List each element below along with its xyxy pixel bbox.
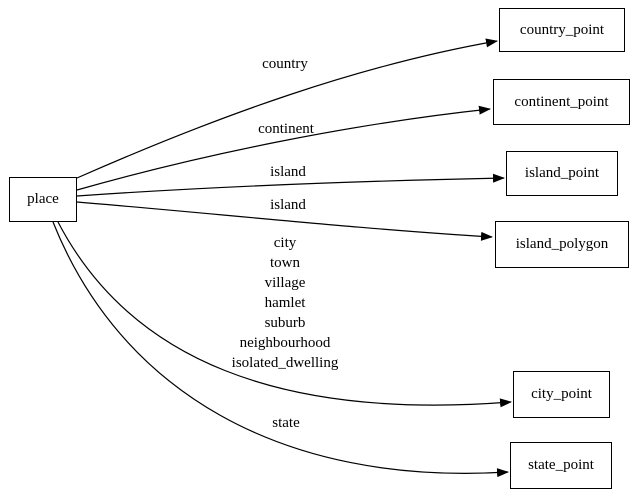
edge-label-city-types: city town village hamlet suburb neighbou… — [231, 235, 339, 371]
node-continent-point: continent_point — [493, 79, 630, 125]
node-place-label: place — [27, 191, 59, 207]
node-continent-point-label: continent_point — [514, 93, 609, 110]
edge-label-island-polygon: island — [270, 197, 306, 213]
node-state-point-label: state_point — [528, 457, 594, 473]
edge-label-country: country — [262, 56, 308, 72]
edge-place-island_point — [76, 173, 505, 197]
node-city-point-label: city_point — [531, 386, 592, 402]
edge-label-island-point: island — [270, 164, 306, 180]
node-island-polygon-label: island_polygon — [515, 236, 609, 252]
node-place: place — [9, 177, 77, 222]
edge-place-island_polygon — [76, 201, 493, 241]
edge-place-state_point — [52, 221, 509, 478]
node-island-point-label: island_point — [524, 165, 600, 181]
node-country-point-label: country_point — [519, 21, 605, 38]
edge-label-state: state — [272, 415, 300, 431]
node-state-point: state_point — [510, 442, 612, 489]
edge-place-country_point — [76, 38, 498, 179]
node-country-point: country_point — [499, 8, 625, 52]
edge-place-city_point — [57, 221, 512, 408]
edge-place-continent_point — [76, 105, 491, 191]
node-island-point: island_point — [506, 151, 618, 196]
node-island-polygon: island_polygon — [495, 221, 629, 268]
node-city-point: city_point — [513, 371, 610, 418]
edge-label-continent: continent — [258, 121, 314, 137]
